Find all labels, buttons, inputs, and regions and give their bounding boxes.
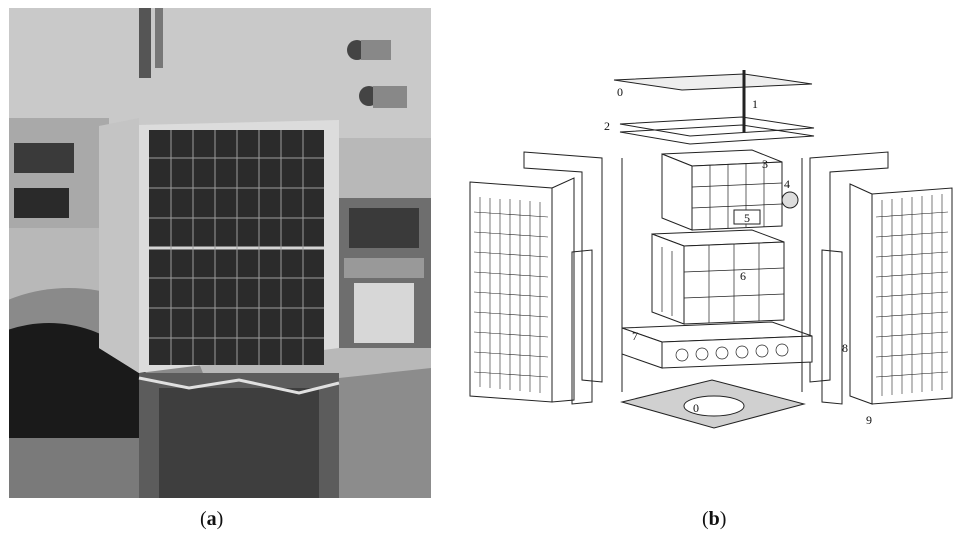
label-2: 2 xyxy=(604,119,610,133)
label-1: 1 xyxy=(752,97,758,111)
caption-a-close: ) xyxy=(216,508,224,530)
caption-b-close: ) xyxy=(719,508,727,530)
label-0-top: 0 xyxy=(617,85,623,99)
label-9: 9 xyxy=(866,413,872,427)
label-8: 8 xyxy=(842,341,848,355)
caption-a: (a) xyxy=(200,508,223,531)
antenna-plate xyxy=(613,73,813,91)
label-0-bottom: 0 xyxy=(693,401,699,415)
caption-a-open: ( xyxy=(200,508,207,530)
satellite-photo-drawing xyxy=(9,8,431,498)
caption-b: (b) xyxy=(702,508,726,531)
satellite-photo xyxy=(9,8,431,498)
caption-b-letter: b xyxy=(708,508,720,530)
caption-b-open: ( xyxy=(702,508,709,530)
caption-a-letter: a xyxy=(206,508,217,530)
exploded-diagram: 0 1 2 3 4 5 6 7 8 9 0 xyxy=(452,62,972,462)
exploded-diagram-drawing: 0 1 2 3 4 5 6 7 8 9 0 xyxy=(469,70,953,429)
label-7: 7 xyxy=(632,329,638,343)
label-3: 3 xyxy=(762,157,768,171)
label-5: 5 xyxy=(744,211,750,225)
label-6: 6 xyxy=(740,269,746,283)
label-4: 4 xyxy=(784,177,790,191)
